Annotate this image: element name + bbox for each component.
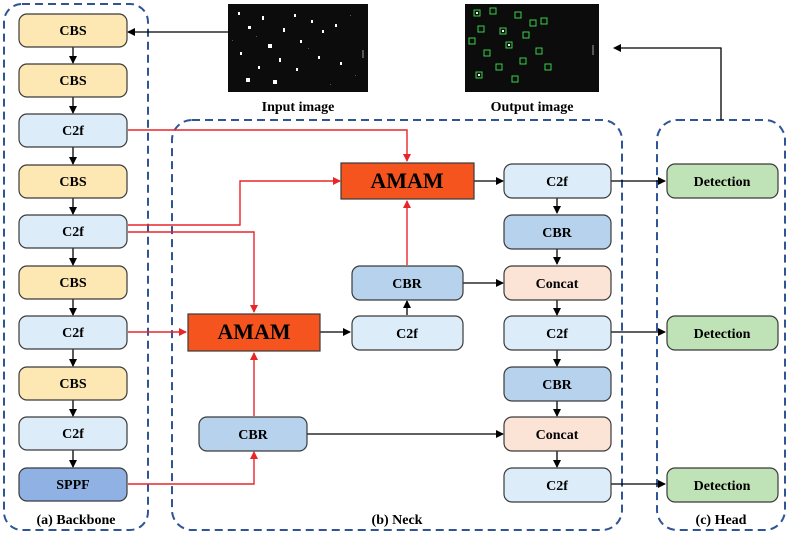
backbone-block-label: CBS [59,74,86,89]
neck-container [171,119,623,531]
output-image-caption: Output image [491,100,574,115]
backbone-block-label: CBS [59,276,86,291]
backbone-block-7: C2f [18,315,128,350]
backbone-block-3: C2f [18,113,128,148]
backbone-container [3,3,149,531]
backbone-block-8: CBS [18,366,128,401]
backbone-block-label: SPPF [56,478,89,493]
backbone-label: (a) Backbone [37,513,116,528]
backbone-block-10: SPPF [18,467,128,502]
neck-concat-1: Concat [503,265,612,301]
neck-c2f-right-mid: C2f [503,315,612,351]
head-label: (c) Head [696,513,747,528]
backbone-block-label: C2f [62,124,84,139]
red-connections [128,129,411,485]
svg-text:CBR: CBR [542,226,572,241]
svg-text:AMAM: AMAM [217,319,291,344]
svg-text:C2f: C2f [546,175,568,190]
svg-text:C2f: C2f [396,327,418,342]
neck-cbr-bottom: CBR [198,416,308,452]
detection-top: Detection [666,163,779,199]
backbone-block-label: CBS [59,175,86,190]
svg-text:Detection: Detection [694,175,751,190]
backbone-block-rect [18,13,128,48]
neck-concat-2: Concat [503,416,612,452]
neck-blocks: AMAM AMAM CBR C2f CBR C2f CBR Conc [187,162,612,503]
backbone-block-label: C2f [62,225,84,240]
amam-top: AMAM [340,162,475,200]
svg-text:Concat: Concat [536,428,579,443]
neck-c2f-bottom: C2f [503,467,612,503]
backbone-block-rect [18,214,128,249]
neck-cbr-right-2: CBR [503,366,612,402]
output-image [465,4,599,92]
head-blocks: Detection Detection Detection [666,163,779,503]
svg-text:C2f: C2f [546,479,568,494]
amam-bottom: AMAM [187,313,321,352]
backbone-block-rect [18,366,128,401]
svg-text:CBR: CBR [542,378,572,393]
backbone-block-9: C2f [18,416,128,451]
svg-text:Detection: Detection [694,479,751,494]
svg-text:Detection: Detection [694,327,751,342]
backbone-block-rect [18,416,128,451]
backbone-block-label: C2f [62,326,84,341]
backbone-block-rect [18,63,128,98]
backbone-block-label: CBS [59,377,86,392]
svg-text:CBR: CBR [238,428,268,443]
backbone-block-5: C2f [18,214,128,249]
input-image-caption: Input image [262,100,335,115]
backbone-block-label: C2f [62,427,84,442]
backbone-block-6: CBS [18,265,128,300]
neck-cbr-right-1: CBR [503,214,612,250]
backbone-block-4: CBS [18,164,128,199]
backbone-block-2: CBS [18,63,128,98]
backbone-block-1: CBS [18,13,128,48]
backbone-block-rect [18,113,128,148]
neck-c2f-top: C2f [503,163,612,199]
backbone-block-rect [18,467,128,502]
input-image [228,4,368,92]
neck-connections [307,44,722,488]
backbone-block-rect [18,164,128,199]
detection-bottom: Detection [666,467,779,503]
svg-text:C2f: C2f [546,327,568,342]
svg-text:Concat: Concat [536,277,579,292]
neck-c2f-mid: C2f [351,315,464,351]
backbone-block-rect [18,265,128,300]
neck-cbr-mid: CBR [351,265,464,301]
backbone-block-rect [18,315,128,350]
svg-text:AMAM: AMAM [370,168,444,193]
svg-text:CBR: CBR [392,277,422,292]
backbone-block-label: CBS [59,24,86,39]
detection-mid: Detection [666,315,779,351]
neck-label: (b) Neck [372,513,423,528]
